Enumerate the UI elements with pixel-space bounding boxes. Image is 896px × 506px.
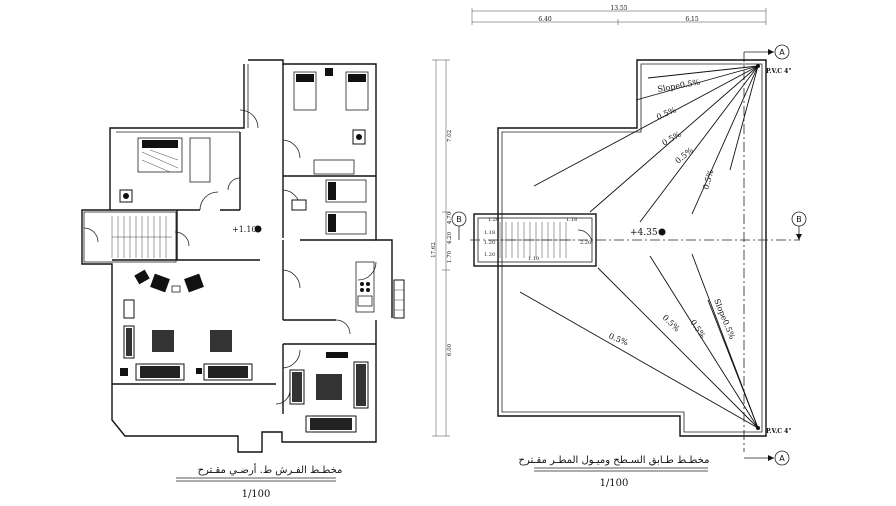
roof-level-label: +4.35 <box>630 228 658 238</box>
ground-floor-scale: 1/100 <box>242 489 271 500</box>
stair-dim-2: 1.18 <box>566 217 577 223</box>
dim-side-total: 17.62 <box>431 242 437 258</box>
slope-label-2: 0.5% <box>655 105 678 122</box>
stair-dim-3: 1.18 <box>484 230 495 236</box>
ground-floor-level-label: +1.10 <box>232 225 257 234</box>
stair-dim-5: 1.20 <box>484 252 495 258</box>
stair-dim-6: 2.20 <box>580 240 591 246</box>
dim-top-right: 6.15 <box>685 16 699 23</box>
slope-label-5: 0.5% <box>701 168 715 190</box>
ground-floor-plan: +1.10 مخطـط الفـرش ط. أرضـي مقـترح 1/100 <box>81 59 405 500</box>
dim-side-d: 1.70 <box>447 250 453 263</box>
pvc-label-top: P.V.C 4" <box>766 68 791 75</box>
section-marker-a-bottom: A <box>779 454 785 463</box>
ground-floor-title: مخطـط الفـرش ط. أرضـي مقـترح <box>198 463 343 476</box>
stair-dim-1: 1.20 <box>488 217 499 223</box>
roof-plan: 13.55 6.40 6.15 17.62 7.02 4.70 4.20 1.7… <box>431 5 807 489</box>
pvc-label-bottom: P.V.C 4" <box>766 428 791 435</box>
slope-label-3: 0.5% <box>661 130 683 148</box>
slope-label-9: 0.5% <box>688 318 707 340</box>
slope-label-4: 0.5% <box>674 145 696 165</box>
dim-side-b: 4.70 <box>447 211 453 224</box>
roof-plan-title: مخطـط طـابق السـطح وميـول المطـر مقـترح <box>519 455 710 466</box>
dim-overall-top: 13.55 <box>610 5 627 12</box>
dim-side-e: 6.00 <box>447 343 453 356</box>
section-marker-a-top: A <box>779 48 785 57</box>
dim-side-c: 4.20 <box>447 231 453 244</box>
dim-side-a: 7.02 <box>447 130 453 142</box>
roof-plan-scale: 1/100 <box>600 478 629 489</box>
stair-dim-4: 1.20 <box>484 240 495 246</box>
slope-label-6: 0.5% <box>607 332 630 348</box>
section-marker-b-right: B <box>796 215 802 224</box>
section-marker-b-left: B <box>456 215 462 224</box>
stair-dim-7: 1.10 <box>528 256 539 262</box>
slope-label-1: Slope0.5% <box>657 78 701 94</box>
dim-top-left: 6.40 <box>538 16 552 23</box>
slope-label-7: 0.5% <box>661 313 682 334</box>
